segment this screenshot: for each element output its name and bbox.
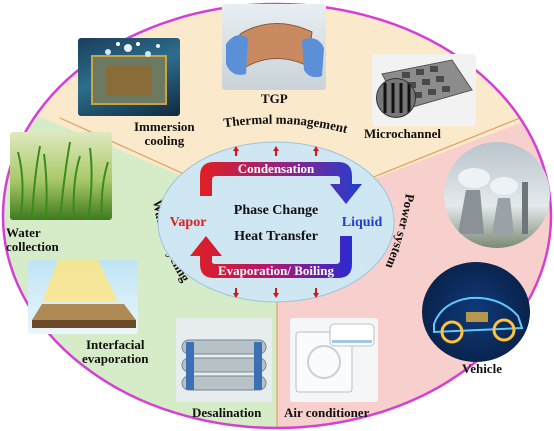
immersion-cooling-image [78, 38, 180, 116]
immersion-cooling-line1: Immersion [134, 119, 195, 134]
interfacial-evaporation-line2: evaporation [82, 350, 149, 366]
vapor-label: Vapor [170, 215, 207, 230]
heat-arrows-top [233, 146, 319, 156]
immersion-cooling-line2: cooling [144, 132, 185, 148]
water-collection-label: Water collection [6, 226, 59, 253]
immersion-cooling-label: Immersion cooling [134, 120, 195, 147]
interfacial-evaporation-line1: Interfacial [85, 337, 145, 352]
liquid-label: Liquid [342, 215, 383, 230]
microchannel-label: Microchannel [364, 126, 442, 141]
interfacial-evaporation-label: Interfacial evaporation [82, 338, 148, 365]
condensation-arrow [200, 162, 362, 204]
tgp-label: TGP [261, 91, 288, 106]
water-collection-image [10, 132, 112, 220]
desalination-image [176, 318, 272, 402]
power-plant-image [444, 142, 550, 248]
microchannel-detail-image [376, 78, 416, 118]
center-title-line2: Heat Transfer [234, 229, 318, 244]
center-ellipse [157, 141, 395, 303]
water-collection-line2: collection [6, 238, 59, 254]
condensation-label: Condensation [238, 161, 315, 176]
air-conditioner-label: Air conditioner [284, 405, 370, 420]
vehicle-image [422, 262, 530, 362]
water-collection-line1: Water [6, 225, 41, 240]
center-title-line1: Phase Change [234, 203, 318, 218]
air-conditioner-image [290, 318, 378, 402]
tgp-image [222, 4, 326, 90]
vehicle-label: Vehicle [462, 361, 502, 376]
interfacial-evaporation-image [28, 260, 138, 334]
evaporation-arrow [190, 236, 352, 278]
evaporation-boiling-label: Evaporation/ Boiling [218, 263, 334, 278]
heat-arrows-bottom [233, 288, 319, 298]
desalination-label: Desalination [192, 405, 262, 420]
